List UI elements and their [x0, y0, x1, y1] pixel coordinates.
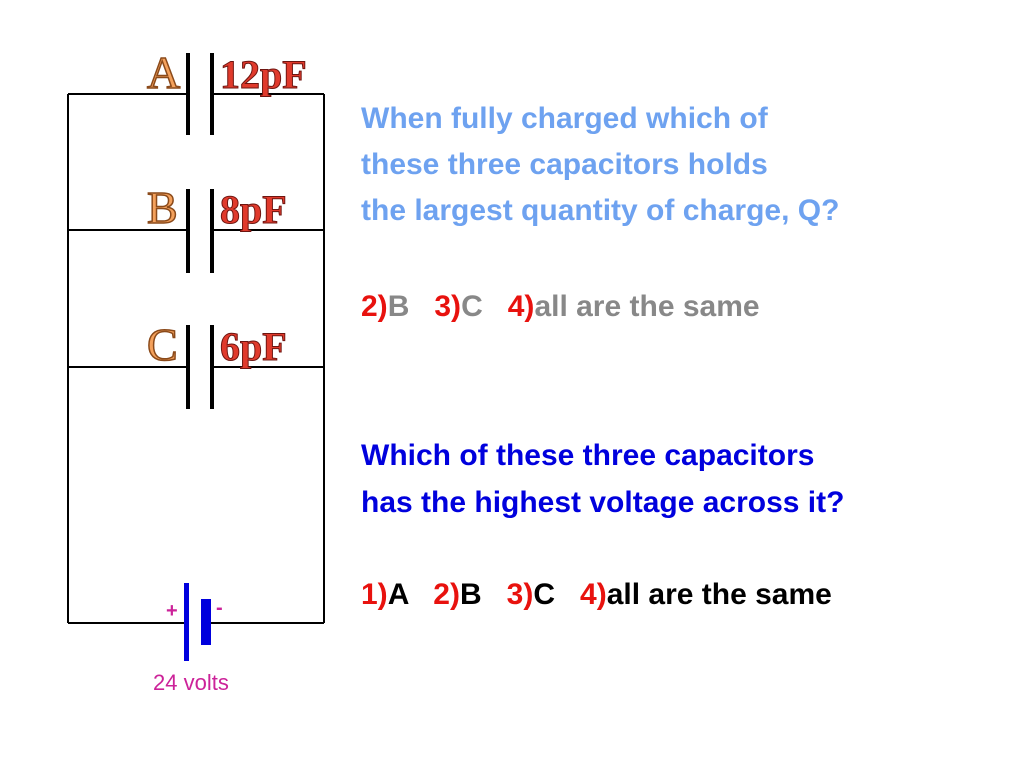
- answer-text: all are the same: [534, 290, 760, 323]
- answer-number: 4): [580, 578, 607, 611]
- question-2-answers: 1)A 2)B 3)C 4)all are the same: [361, 578, 832, 612]
- capacitor-plates: [186, 53, 214, 409]
- answer-text: A: [387, 578, 409, 611]
- circuit-wires: [67, 93, 325, 624]
- battery-voltage-label: 24 volts: [153, 670, 229, 695]
- capacitor-b-value: 8pF: [220, 187, 287, 232]
- answer-number: 1): [361, 578, 388, 611]
- answer-text: all are the same: [606, 578, 832, 611]
- question-1-line: When fully charged which of: [361, 102, 768, 135]
- question-2-line: has the highest voltage across it?: [361, 486, 845, 519]
- answer-text: B: [387, 290, 410, 323]
- capacitor-c-letter: C: [147, 319, 178, 370]
- answer-number: 3): [434, 290, 462, 323]
- question-1-answers: 2)B 3)C 4)all are the same: [361, 290, 760, 324]
- capacitor-b-letter: B: [147, 182, 178, 233]
- battery-symbol: [184, 583, 211, 661]
- battery-long-plate: [184, 583, 189, 661]
- capacitor-a-letter: A: [147, 47, 180, 98]
- question-1-line: the largest quantity of charge, Q?: [361, 194, 840, 227]
- answer-number: 2): [433, 578, 460, 611]
- capacitor-c-value: 6pF: [220, 324, 287, 369]
- battery-short-plate: [201, 599, 211, 645]
- battery-plus-sign: +: [166, 600, 178, 622]
- question-2-text: Which of these three capacitors has the …: [361, 432, 844, 526]
- question-1-text: When fully charged which of these three …: [361, 96, 839, 234]
- answer-number: 2): [361, 290, 388, 323]
- battery-minus-sign: -: [216, 597, 223, 619]
- answer-text: B: [459, 578, 482, 611]
- answer-text: C: [461, 290, 483, 323]
- answer-text: C: [533, 578, 555, 611]
- question-1-line: these three capacitors holds: [361, 148, 768, 181]
- answer-number: 4): [507, 290, 535, 323]
- capacitor-a-value: 12pF: [220, 52, 307, 97]
- question-2-line: Which of these three capacitors: [361, 439, 815, 472]
- answer-number: 3): [506, 578, 534, 611]
